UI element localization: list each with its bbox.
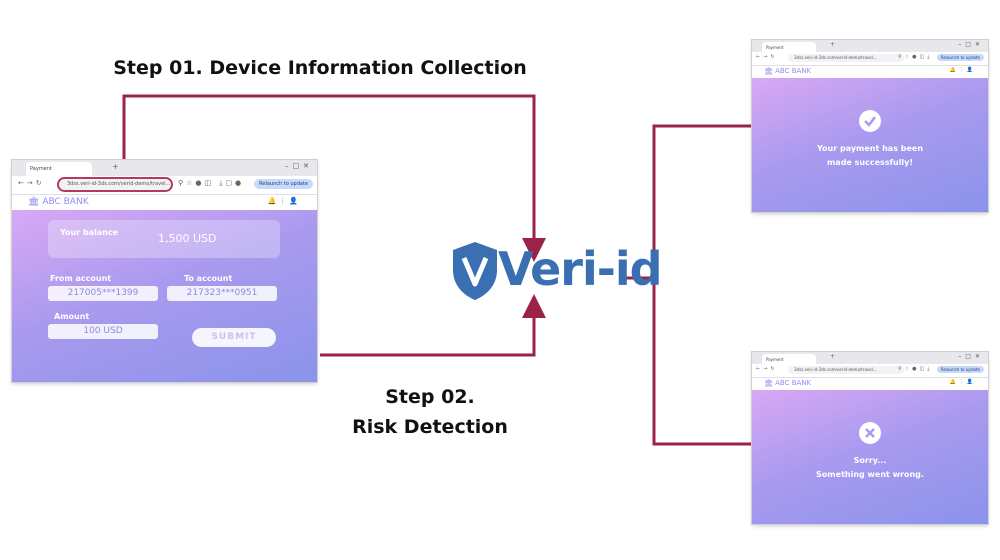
from-account-field[interactable]: 217005***1399 bbox=[48, 286, 158, 301]
step2-label-line1: Step 02. bbox=[385, 386, 475, 408]
bank-icon: 🏛 bbox=[764, 379, 773, 387]
success-message-line2: made successfully! bbox=[826, 158, 914, 167]
nav-buttons-icon[interactable]: ←→↻ bbox=[756, 366, 778, 372]
bank-header: 🏛 ABC BANK 🔔⋮👤 bbox=[12, 195, 317, 209]
header-icons[interactable]: 🔔⋮👤 bbox=[949, 379, 976, 385]
amount-label: Amount bbox=[54, 312, 90, 321]
to-account-label: To account bbox=[184, 274, 233, 283]
balance-value: 1,500 USD bbox=[158, 232, 217, 245]
step2-label-line2: Risk Detection bbox=[352, 416, 508, 438]
balance-card: Your balance 1,500 USD bbox=[48, 220, 280, 258]
bank-logo: 🏛 ABC BANK bbox=[764, 67, 811, 75]
failure-message: Sorry... Something went wrong. bbox=[752, 454, 988, 482]
url-field[interactable]: 3dss.veri-id-3ds.com/verid-demo/travel..… bbox=[59, 179, 171, 190]
browser-tabbar: Payment + –□✕ bbox=[12, 160, 317, 176]
header-icons[interactable]: 🔔⋮👤 bbox=[267, 197, 301, 205]
bank-icon: 🏛 bbox=[764, 67, 773, 75]
balance-label: Your balance bbox=[60, 228, 119, 237]
success-content: Your payment has been made successfully! bbox=[752, 78, 988, 212]
to-account-field[interactable]: 217323***0951 bbox=[167, 286, 277, 301]
toolbar-icons[interactable]: ⚲☆●◫ ⤓▢● bbox=[178, 179, 245, 187]
browser-tab[interactable]: Payment bbox=[762, 354, 816, 365]
toolbar-icons[interactable]: ⚲☆●◫⤓ bbox=[898, 366, 933, 372]
submit-button[interactable]: SUBMIT bbox=[192, 328, 276, 347]
failure-message-line1: Sorry... bbox=[853, 456, 887, 465]
veriid-wordmark: Veri-id bbox=[498, 242, 663, 296]
browser-addressbar: ←→↻ 3dss.veri-id-3ds.com/verid-demo/trav… bbox=[752, 52, 988, 66]
failure-browser-window: Payment + –□✕ ←→↻ 3dss.veri-id-3ds.com/v… bbox=[752, 352, 988, 524]
step1-label: Step 01. Device Information Collection bbox=[113, 57, 527, 79]
bank-name: ABC BANK bbox=[775, 379, 812, 387]
window-controls[interactable]: –□✕ bbox=[958, 41, 984, 48]
url-field[interactable]: 3dss.veri-id-3ds.com/verid-demo/travel..… bbox=[788, 366, 904, 374]
step2-label: Step 02. Risk Detection bbox=[330, 382, 530, 442]
success-message-line1: Your payment has been bbox=[816, 144, 924, 153]
new-tab-icon[interactable]: + bbox=[830, 41, 836, 48]
veriid-logo: Veri-id bbox=[450, 236, 663, 308]
failure-message-line2: Something went wrong. bbox=[816, 470, 924, 479]
nav-buttons-icon[interactable]: ←→↻ bbox=[18, 179, 45, 187]
checkmark-icon bbox=[859, 110, 881, 132]
window-controls[interactable]: –□✕ bbox=[958, 353, 984, 360]
relaunch-button[interactable]: Relaunch to update bbox=[254, 179, 313, 189]
step2-connector bbox=[320, 294, 546, 357]
browser-tab[interactable]: Payment bbox=[762, 42, 816, 53]
browser-tabbar: Payment + –□✕ bbox=[752, 40, 988, 53]
bank-header: 🏛 ABC BANK 🔔⋮👤 bbox=[752, 378, 988, 389]
browser-addressbar: ←→↻ 3dss.veri-id-3ds.com/verid-demo/trav… bbox=[12, 176, 317, 195]
success-browser-window: Payment + –□✕ ←→↻ 3dss.veri-id-3ds.com/v… bbox=[752, 40, 988, 212]
shield-fingerprint-icon bbox=[453, 242, 497, 300]
browser-addressbar: ←→↻ 3dss.veri-id-3ds.com/verid-demo/trav… bbox=[752, 364, 988, 378]
browser-tab[interactable]: Payment bbox=[26, 162, 92, 176]
bank-header: 🏛 ABC BANK 🔔⋮👤 bbox=[752, 66, 988, 77]
bank-logo: 🏛 ABC BANK bbox=[764, 379, 811, 387]
new-tab-icon[interactable]: + bbox=[830, 353, 836, 360]
browser-tabbar: Payment + –□✕ bbox=[752, 352, 988, 365]
relaunch-button[interactable]: Relaunch to update bbox=[936, 54, 984, 61]
close-icon bbox=[859, 422, 881, 444]
header-icons[interactable]: 🔔⋮👤 bbox=[949, 67, 976, 73]
window-controls[interactable]: –□✕ bbox=[285, 162, 313, 170]
bank-icon: 🏛 bbox=[28, 197, 40, 207]
amount-field[interactable]: 100 USD bbox=[48, 324, 158, 339]
relaunch-button[interactable]: Relaunch to update bbox=[936, 366, 984, 373]
payment-form: Your balance 1,500 USD From account 2170… bbox=[12, 210, 317, 382]
bank-logo: 🏛 ABC BANK bbox=[28, 197, 89, 207]
bank-name: ABC BANK bbox=[775, 67, 812, 75]
nav-buttons-icon[interactable]: ←→↻ bbox=[756, 54, 778, 60]
url-field[interactable]: 3dss.veri-id-3ds.com/verid-demo/travel..… bbox=[788, 54, 904, 62]
from-account-label: From account bbox=[50, 274, 112, 283]
payment-browser-window: Payment + –□✕ ←→↻ 3dss.veri-id-3ds.com/v… bbox=[12, 160, 317, 382]
step1-connector bbox=[122, 94, 546, 262]
success-message: Your payment has been made successfully! bbox=[752, 142, 988, 170]
bank-name: ABC BANK bbox=[42, 197, 89, 207]
new-tab-icon[interactable]: + bbox=[112, 162, 119, 171]
failure-content: Sorry... Something went wrong. bbox=[752, 390, 988, 524]
branch-connector bbox=[652, 124, 752, 446]
toolbar-icons[interactable]: ⚲☆●◫⤓ bbox=[898, 54, 933, 60]
